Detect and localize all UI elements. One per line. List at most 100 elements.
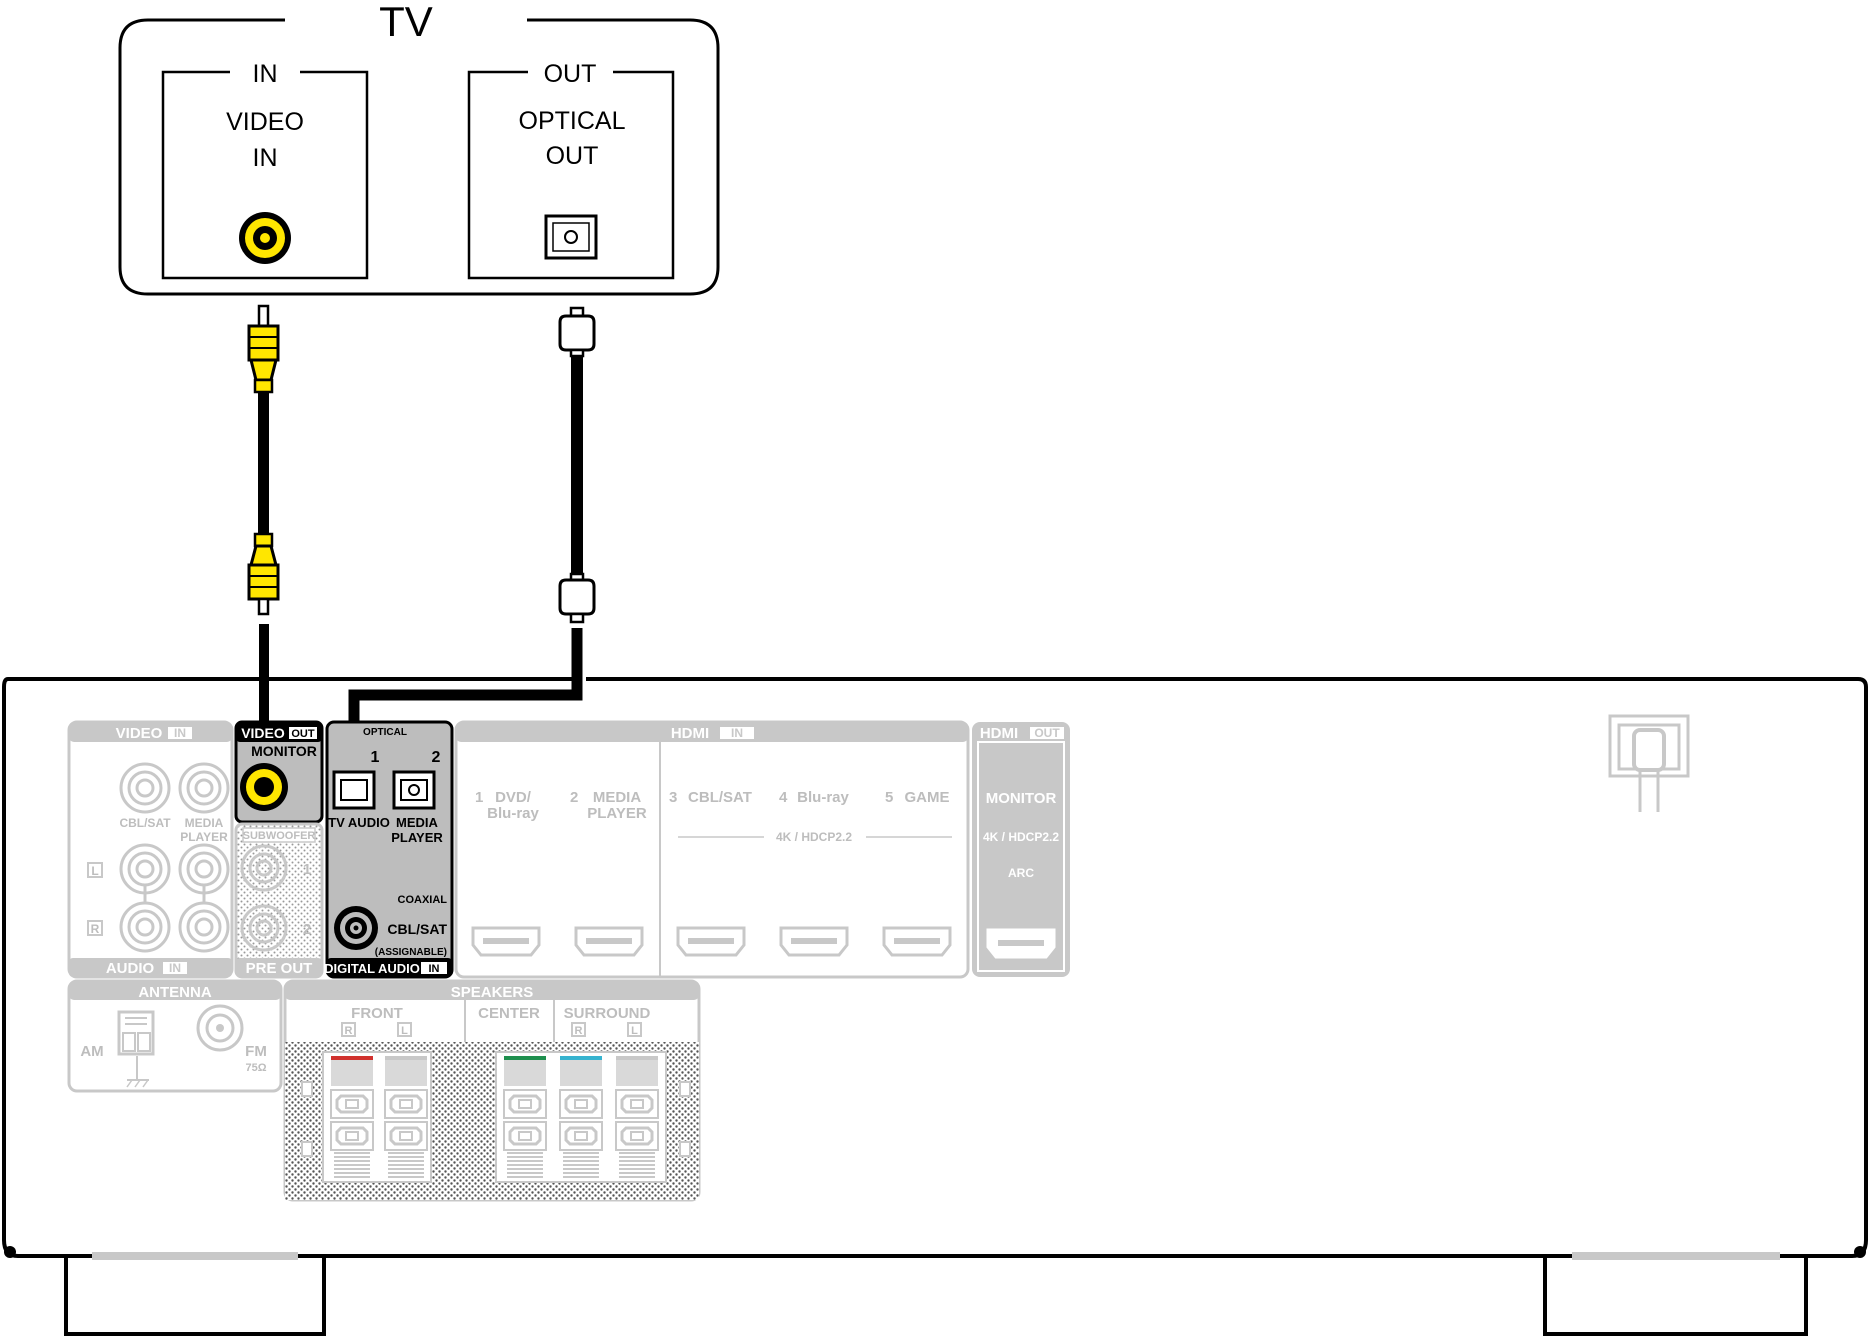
video-out-monitor-jack-icon[interactable] xyxy=(240,763,288,811)
monitor-label: MONITOR xyxy=(251,743,317,759)
audio-in-footer: AUDIO xyxy=(106,960,155,977)
mounting-screw-icon xyxy=(301,1081,313,1097)
video-in-media-player-jack-icon[interactable] xyxy=(178,762,230,814)
audio-in-l-jack-2-icon[interactable] xyxy=(178,843,230,895)
hdmi-in-2-label-line1: MEDIA xyxy=(593,789,642,806)
hdmi-in-1-number: 1 xyxy=(475,789,483,806)
video-in-badge: IN xyxy=(174,726,186,740)
audio-left-label: L xyxy=(91,864,98,878)
audio-in-r-jack-2-icon[interactable] xyxy=(178,901,230,953)
mounting-screw-icon xyxy=(301,1141,313,1157)
coaxial-cbl-sat-label: CBL/SAT xyxy=(387,921,447,937)
video-rca-cable xyxy=(247,304,280,794)
audio-in-l-jack-1-icon[interactable] xyxy=(119,843,171,895)
speakers-header: SPEAKERS xyxy=(451,984,534,1001)
video-out-badge: OUT xyxy=(291,728,315,740)
speaker-terminal-center[interactable] xyxy=(503,1056,547,1178)
audio-in-r-jack-1-icon[interactable] xyxy=(119,901,171,953)
video-in-header: VIDEO xyxy=(116,725,163,742)
tv-video-in-jack-icon xyxy=(239,212,291,264)
power-cord-icon xyxy=(1608,714,1690,812)
hdmi-in-4-number: 4 xyxy=(779,789,788,806)
fm-jack-icon[interactable] xyxy=(196,1004,244,1052)
tv-video-in-label-line1: VIDEO xyxy=(226,108,304,136)
hdmi-in-5-label: GAME xyxy=(905,789,950,806)
video-out-header: VIDEO xyxy=(241,725,285,741)
coaxial-jack-icon[interactable] xyxy=(334,906,378,950)
surround-l-label: L xyxy=(631,1025,638,1037)
video-in-cbl-sat-label: CBL/SAT xyxy=(119,816,171,830)
subwoofer-1-label: 1 xyxy=(303,861,311,878)
hdmi-in-1-label-line1: DVD/ xyxy=(495,789,532,806)
fm-label: FM xyxy=(245,1043,267,1060)
hdmi-in-2-port-icon[interactable] xyxy=(574,926,644,957)
surround-label: SURROUND xyxy=(564,1005,651,1022)
speaker-terminal-surround-r[interactable] xyxy=(559,1056,603,1178)
tv-optical-out-label-line2: OUT xyxy=(546,142,599,170)
coaxial-label: COAXIAL xyxy=(398,894,448,906)
speakers-panel: SPEAKERS FRONT CENTER SURROUND R L R L xyxy=(283,979,701,1202)
subwoofer-1-jack-icon[interactable] xyxy=(240,844,288,892)
hdmi-in-3-number: 3 xyxy=(669,789,677,806)
hdmi-in-4-port-icon[interactable] xyxy=(779,926,849,957)
optical-input-1-jack-icon[interactable] xyxy=(332,770,376,810)
hdmi-in-1-label-line2: Blu-ray xyxy=(487,805,539,822)
optical-input-2-number: 2 xyxy=(432,749,441,766)
antenna-panel: ANTENNA AM FM 75Ω xyxy=(67,979,283,1093)
optical-input-2-jack-icon[interactable] xyxy=(392,770,436,810)
tv-title: TV xyxy=(379,0,433,45)
front-r-label: R xyxy=(345,1025,353,1037)
hdmi-in-2-label-line2: PLAYER xyxy=(587,805,647,822)
tv-optical-out-jack-icon xyxy=(544,214,598,260)
hdmi-in-badge: IN xyxy=(731,726,743,740)
hdmi-in-5-port-icon[interactable] xyxy=(882,926,952,957)
speaker-terminal-surround-l[interactable] xyxy=(615,1056,659,1178)
front-l-label: L xyxy=(401,1025,408,1037)
video-in-cbl-sat-jack-icon[interactable] xyxy=(119,762,171,814)
tv-audio-label: TV AUDIO xyxy=(328,815,390,830)
digital-media-label-line1: MEDIA xyxy=(396,815,439,830)
hdmi-in-2-number: 2 xyxy=(570,789,578,806)
pre-out-panel: SUBWOOFER 1 2 PRE OUT xyxy=(234,822,324,979)
fm-ohm-label: 75Ω xyxy=(245,1062,266,1074)
hdmi-out-monitor-label: MONITOR xyxy=(986,790,1057,807)
video-audio-in-panel: VIDEO IN CBL/SAT MEDIA PLAYER L R AUDIO … xyxy=(67,720,234,979)
digital-audio-footer: DIGITAL AUDIO xyxy=(324,961,420,976)
audio-right-label: R xyxy=(91,922,100,936)
hdmi-in-1-port-icon[interactable] xyxy=(471,926,541,957)
antenna-header: ANTENNA xyxy=(138,984,211,1001)
hdmi-in-3-label: CBL/SAT xyxy=(688,789,752,806)
hdmi-in-3-port-icon[interactable] xyxy=(676,926,746,957)
hdmi-in-4-label: Blu-ray xyxy=(797,789,849,806)
speaker-terminal-front-r[interactable] xyxy=(330,1056,374,1178)
surround-r-label: R xyxy=(575,1025,583,1037)
audio-in-badge: IN xyxy=(169,961,181,975)
am-terminal-icon[interactable] xyxy=(117,1010,155,1056)
am-label: AM xyxy=(80,1043,103,1060)
optical-cable xyxy=(344,306,596,790)
tv-video-in-label-line2: IN xyxy=(253,144,278,172)
front-label: FRONT xyxy=(351,1005,403,1022)
video-in-media-label-line2: PLAYER xyxy=(180,830,228,844)
center-label: CENTER xyxy=(478,1005,540,1022)
hdmi-out-spec-label: 4K / HDCP2.2 xyxy=(983,830,1059,844)
subwoofer-2-jack-icon[interactable] xyxy=(240,904,288,952)
tv-out-label: OUT xyxy=(544,60,597,88)
ground-icon xyxy=(126,1079,149,1088)
hdmi-out-arc-label: ARC xyxy=(1008,866,1034,880)
digital-audio-in-badge: IN xyxy=(429,963,440,975)
subwoofer-label: SUBWOOFER xyxy=(243,830,316,842)
hdmi-out-badge: OUT xyxy=(1034,726,1060,740)
digital-media-label-line2: PLAYER xyxy=(391,830,443,845)
digital-audio-in-panel: OPTICAL 1 2 TV AUDIO MEDIA PLAYER COAXIA… xyxy=(324,720,454,979)
hdmi-out-panel: HDMI OUT MONITOR 4K / HDCP2.2 ARC xyxy=(972,722,1070,977)
optical-input-1-number: 1 xyxy=(371,749,380,766)
speaker-terminal-front-l[interactable] xyxy=(384,1056,428,1178)
video-in-media-label-line1: MEDIA xyxy=(185,816,224,830)
hdmi-out-port-icon[interactable] xyxy=(986,928,1056,959)
hdmi-out-header: HDMI xyxy=(980,725,1018,742)
video-out-monitor-panel: VIDEO OUT MONITOR xyxy=(234,720,324,824)
speaker-terminals xyxy=(301,1056,691,1178)
tv-in-label: IN xyxy=(253,60,278,88)
